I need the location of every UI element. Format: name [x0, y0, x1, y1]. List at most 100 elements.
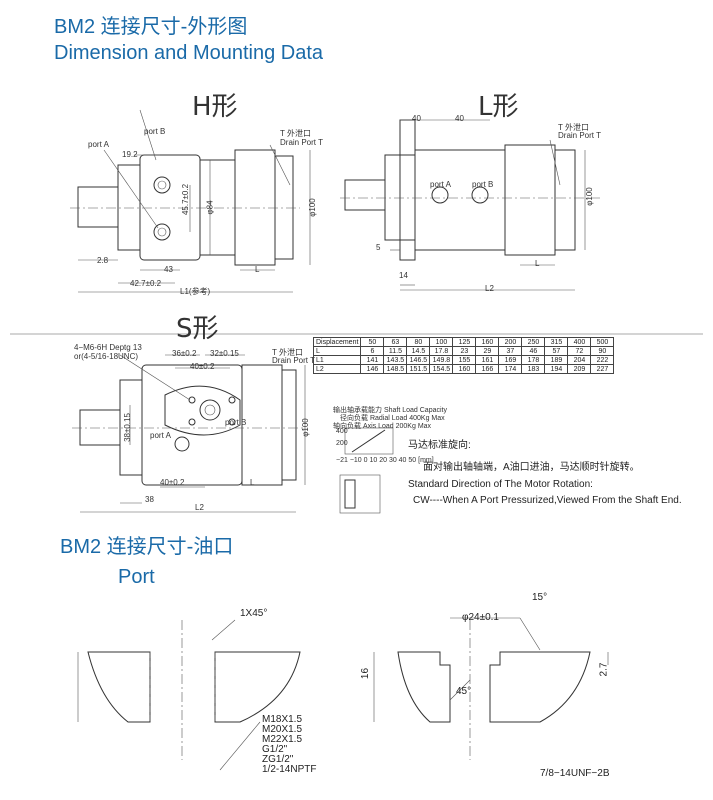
table-cell: 100	[429, 337, 454, 347]
table-cell: 14.5	[406, 346, 431, 356]
table-cell: 154.5	[429, 364, 454, 374]
load-y-mid: 200	[336, 440, 348, 447]
s-port-a: port A	[150, 431, 171, 440]
table-cell: 50	[360, 337, 385, 347]
rotation-en-title: Standard Direction of The Motor Rotation…	[408, 479, 593, 490]
h-dim-2-8: 2.8	[97, 256, 109, 265]
table-cell: L	[312, 346, 362, 356]
table-cell: 63	[383, 337, 408, 347]
l-drain: T 外泄口	[558, 123, 589, 132]
load-line1: 输出轴承载能力 Shaft Load Capacity	[333, 407, 447, 414]
h-dim-43: 43	[164, 265, 173, 274]
load-axis: −21 −10 0 10 20 30 40 50 [mm]	[336, 457, 434, 464]
rotation-cn-title: 马达标准旋向:	[408, 440, 471, 451]
load-line3: 轴向负载 Axis Load 200Kg Max	[333, 423, 432, 430]
s-dim-100: φ100	[300, 418, 310, 437]
l-dim-l2: L2	[485, 284, 494, 293]
table-cell: 500	[590, 337, 615, 347]
table-cell: 143.5	[383, 355, 408, 365]
l-dim-l: L	[535, 259, 540, 268]
table-row-l1: L1 141 143.5 146.5 149.8 155 161 169 178…	[312, 355, 615, 365]
table-cell: 148.5	[383, 364, 408, 374]
thread-item: G1/2"	[262, 744, 288, 755]
s-shape-label: S形	[176, 314, 219, 344]
rotation-en-body: CW----When A Port Pressurized,Viewed Fro…	[413, 495, 682, 506]
s-dim-40: 40±0.2	[190, 362, 215, 371]
s-dim-l2: L2	[195, 503, 204, 512]
h-dim-42-7: 42.7±0.2	[130, 279, 162, 288]
thread-item: M22X1.5	[262, 734, 303, 745]
table-cell: 194	[544, 364, 569, 374]
port-section-title-cn: BM2 连接尺寸-油口	[60, 536, 234, 558]
l-dim-5: 5	[376, 243, 381, 252]
h-port-a: port A	[88, 140, 109, 149]
s-note2: or(4-5/16-18UNC)	[74, 352, 139, 361]
table-row-displacement: Displacement 50 63 80 100 125 160 200 25…	[312, 337, 615, 347]
table-cell: 29	[475, 346, 500, 356]
table-cell: 57	[544, 346, 569, 356]
port-section-title-en: Port	[118, 566, 155, 588]
thread-item: M20X1.5	[262, 724, 303, 735]
h-dim-l: L	[255, 265, 260, 274]
l-dim-14: 14	[399, 271, 408, 280]
table-cell: 125	[452, 337, 477, 347]
table-cell: 37	[498, 346, 523, 356]
l-port-a: port A	[430, 180, 451, 189]
table-cell: 146	[360, 364, 385, 374]
table-cell: 46	[521, 346, 546, 356]
table-cell: 161	[475, 355, 500, 365]
l-dim-40b: 40	[455, 114, 464, 123]
table-cell: 174	[498, 364, 523, 374]
l-shape-drawing	[340, 119, 600, 291]
table-cell: 222	[590, 355, 615, 365]
s-port-b: port B	[225, 418, 247, 427]
table-cell: 250	[521, 337, 546, 347]
table-cell: 204	[567, 355, 592, 365]
s-dim-l: L	[250, 478, 255, 487]
load-chart-drawing	[339, 427, 394, 514]
table-cell: 178	[521, 355, 546, 365]
table-cell: 160	[452, 364, 477, 374]
port-right-depth27: 2.7	[598, 662, 610, 677]
h-shape-label: H形	[192, 92, 238, 122]
port-right-drawing	[373, 617, 609, 760]
h-dim-19-2: 19.2	[122, 150, 138, 159]
port-right-angle15: 15°	[532, 592, 548, 603]
table-row-l2: L2 146 148.5 151.5 154.5 160 166 174 183…	[312, 364, 615, 374]
h-dim-100: φ100	[307, 198, 317, 217]
l-drain-en: Drain Port T	[558, 131, 601, 140]
table-cell: 160	[475, 337, 500, 347]
s-note1: 4−M6-6H Deptg 13	[74, 343, 142, 352]
port-right-depth16: 16	[360, 667, 372, 680]
port-right-dia: φ24±0.1	[462, 612, 499, 623]
s-drain: T 外泄口	[272, 348, 303, 357]
table-cell: 90	[590, 346, 615, 356]
port-right-thread: 7/8−14UNF−2B	[540, 768, 610, 779]
h-drain: T 外泄口	[280, 129, 311, 138]
page-title-en: Dimension and Mounting Data	[54, 42, 324, 64]
l-shape-label: L形	[478, 92, 519, 122]
displacement-table: Displacement 50 63 80 100 125 160 200 25…	[312, 337, 615, 374]
l-port-b: port B	[472, 180, 494, 189]
table-cell: 227	[590, 364, 615, 374]
table-cell: 146.5	[406, 355, 431, 365]
table-cell: Displacement	[312, 337, 362, 347]
port-left-chamfer: 1X45°	[240, 608, 268, 619]
table-cell: 141	[360, 355, 385, 365]
thread-item: ZG1/2"	[262, 754, 294, 765]
h-port-b: port B	[144, 127, 166, 136]
load-line2: 径向负载 Radial Load 400Kg Max	[340, 415, 445, 422]
table-cell: 169	[498, 355, 523, 365]
table-cell: 315	[544, 337, 569, 347]
load-y-top: 400	[336, 428, 348, 435]
table-cell: 23	[452, 346, 477, 356]
table-cell: 17.8	[429, 346, 454, 356]
s-drain-en: Drain Port T	[272, 356, 315, 365]
table-cell: L1	[312, 355, 362, 365]
table-cell: 149.8	[429, 355, 454, 365]
thread-item: M18X1.5	[262, 714, 303, 725]
s-dim-38b: 38	[145, 495, 154, 504]
table-cell: L2	[312, 364, 362, 374]
table-cell: 155	[452, 355, 477, 365]
